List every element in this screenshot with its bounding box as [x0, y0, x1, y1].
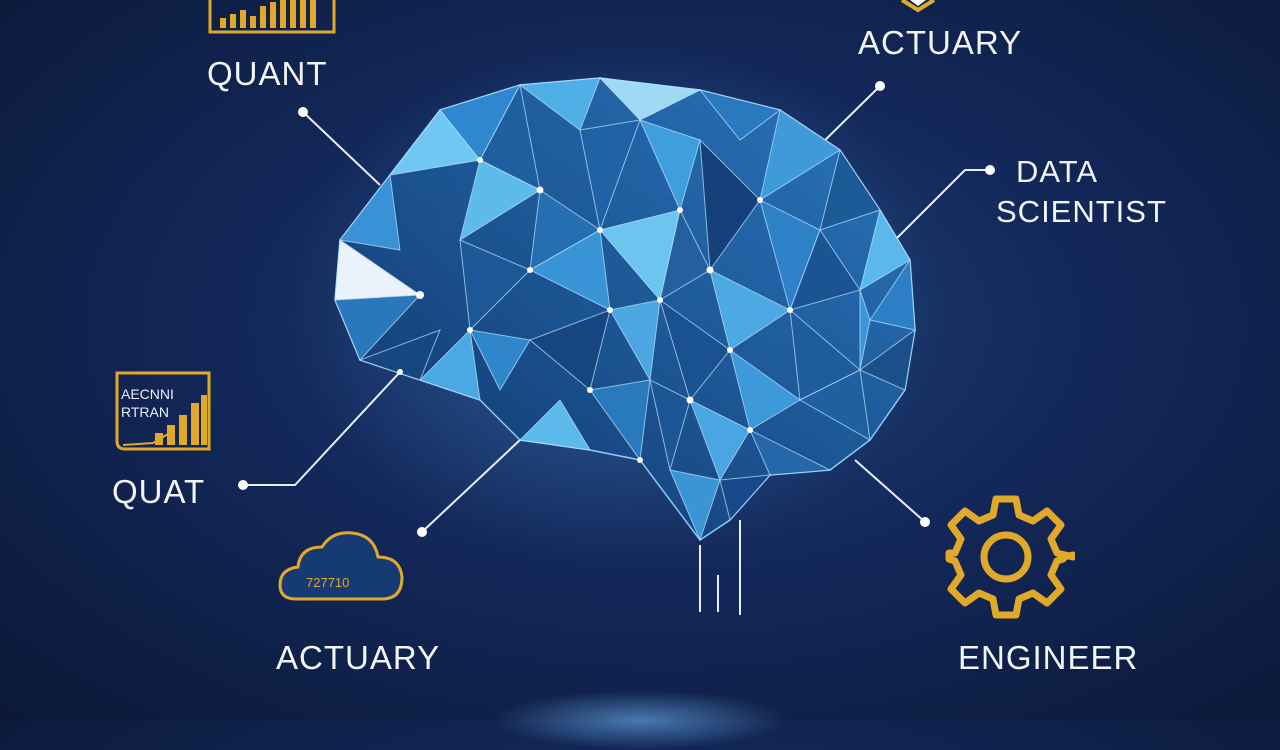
label-data-scientist-line1: DATA	[1016, 154, 1099, 189]
finance-chart-text-1: AECNNI	[121, 386, 174, 402]
label-quant-top: QUANT	[207, 55, 328, 92]
connector-lines	[243, 85, 990, 615]
label-data-scientist: DATA SCIENTIST	[996, 152, 1167, 232]
bar-chart-icon	[208, 0, 336, 34]
bottom-glow	[490, 690, 790, 750]
brain-network-icon	[238, 40, 995, 615]
cloud-text: 727710	[306, 575, 349, 590]
label-engineer: ENGINEER	[958, 639, 1139, 676]
shield-icon	[900, 0, 936, 13]
brain-nodes	[397, 157, 793, 463]
label-actuary-top: ACTUARY	[858, 24, 1023, 61]
gear-icon	[945, 495, 1075, 619]
cloud-icon: 727710	[278, 531, 404, 601]
brain-facets	[334, 77, 916, 542]
finance-chart-text-2: RTRAN	[121, 404, 169, 420]
label-data-scientist-line2: SCIENTIST	[996, 194, 1167, 229]
label-actuary-bottom: ACTUARY	[276, 639, 441, 676]
label-quat-left: QUAT	[112, 473, 206, 510]
connector-dots	[238, 81, 995, 537]
infographic: AECNNI RTRAN 727710 QUANT ACTUARY DATA S…	[112, 0, 1167, 750]
finance-chart-icon: AECNNI RTRAN	[115, 371, 211, 451]
